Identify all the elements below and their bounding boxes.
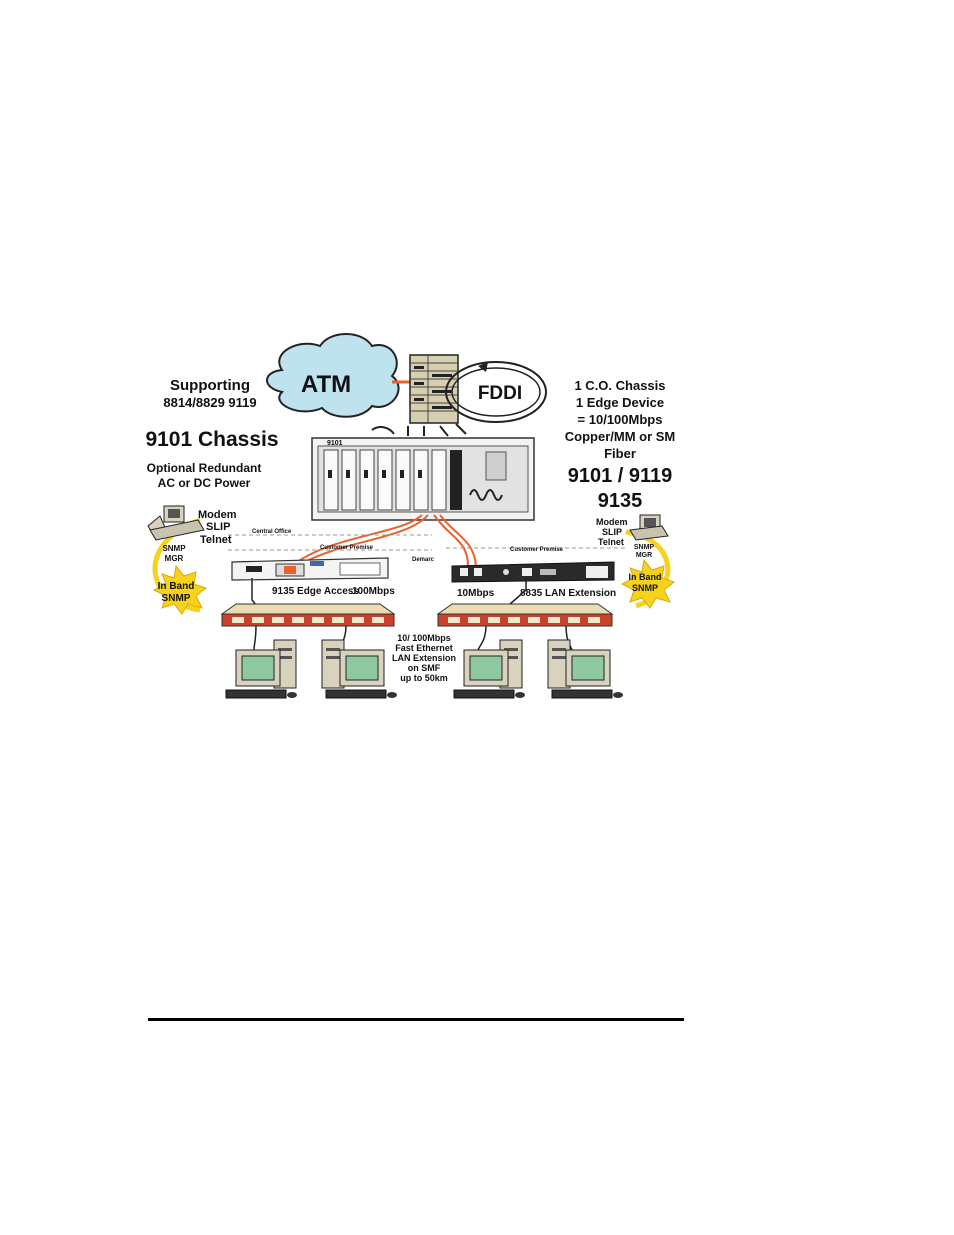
left-mgmt-slip: SLIP [206,521,230,533]
center-note-line4: on SMF [408,663,441,673]
center-note-line5: up to 50km [400,673,448,683]
right-header-line4: Copper/MM or SM [565,429,676,444]
chassis-title: 9101 Chassis [145,428,278,451]
left-mgmt-modem: Modem [198,509,237,521]
fddi-label: FDDI [478,383,522,404]
zone-customer-premise-left: Customer Premise [320,545,374,551]
right-mgmt-slip: SLIP [602,527,622,537]
footer-rule [148,1018,684,1021]
pc-1 [225,639,297,699]
right-mgmt-telnet: Telnet [598,537,624,547]
edge-device-9135 [231,557,389,581]
chassis-label: 9101 [327,440,343,447]
center-note-line3: LAN Extension [392,653,456,663]
power-line1: Optional Redundant [147,461,262,475]
right-hub [436,603,614,627]
atm-cloud: ATM [266,333,400,418]
left-hub [220,603,396,627]
left-mgmt-snmp: SNMP [162,544,186,553]
center-note-line2: Fast Ethernet [395,643,453,653]
right-management-station [625,514,671,609]
left-inband-line2: SNMP [162,593,191,604]
device-8835 [451,561,615,583]
left-header-line2: 8814/8829 9119 [163,395,256,410]
pc-4 [547,639,623,699]
zone-dividers [228,534,626,551]
right-model2: 9135 [598,490,643,512]
center-note-line1: 10/ 100Mbps [397,633,451,643]
right-header-line2: 1 Edge Device [576,395,664,410]
left-mgmt-telnet: Telnet [200,534,232,546]
left-inband-line1: In Band [158,581,195,592]
right-header-line5: Fiber [604,446,636,461]
right-mgmt-mgr: MGR [636,552,652,559]
left-inband-burst [152,564,208,615]
pc-2 [321,639,397,699]
right-device-name: 8835 LAN Extension [520,588,616,599]
power-line2: AC or DC Power [158,476,251,490]
left-device-name: 9135 Edge Access [272,586,359,597]
left-mgmt-mgr: MGR [165,554,184,563]
right-header-line1: 1 C.O. Chassis [574,378,665,393]
left-header-line1: Supporting [170,377,250,394]
right-model1: 9101 / 9119 [568,465,673,487]
fiber-links [291,514,477,567]
right-header-line3: = 10/100Mbps [578,412,663,427]
fddi-ring: FDDI [445,361,547,423]
atm-label: ATM [301,371,351,398]
zone-customer-premise-right: Customer Premise [510,547,564,553]
right-mgmt-snmp: SNMP [634,544,655,551]
right-inband-line2: SNMP [632,583,658,593]
chassis-9101: 9101 [311,437,535,521]
right-mgmt-modem: Modem [596,517,628,527]
left-device-speed: 100Mbps [352,586,395,597]
zone-central-office: Central Office [252,529,292,535]
zone-demarc: Demarc [412,557,435,563]
right-inband-line1: In Band [629,572,662,582]
right-inband-burst [620,558,676,609]
pc-3 [453,639,525,699]
right-device-speed: 10Mbps [457,588,495,599]
